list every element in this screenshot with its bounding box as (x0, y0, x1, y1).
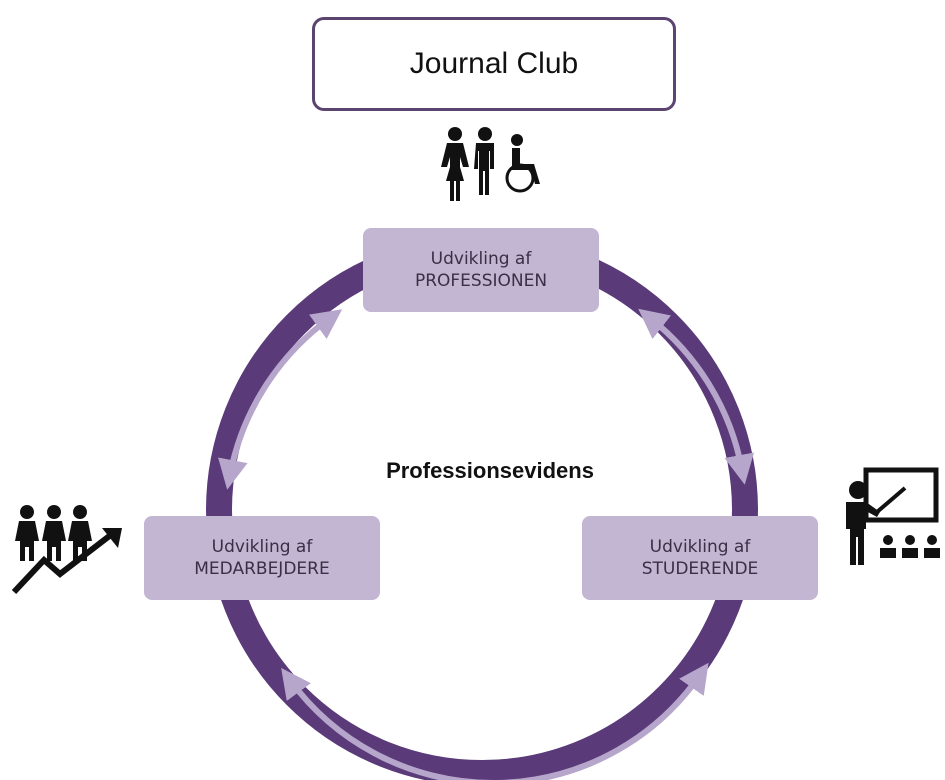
node-students: Udvikling af STUDERENDE (582, 516, 818, 600)
node-staff-line1: Udvikling af (211, 537, 313, 557)
center-label: Professionsevidens (386, 458, 594, 483)
arrow-top-left (218, 309, 343, 490)
node-staff-line2: MEDARBEJDERE (194, 559, 330, 579)
node-staff: Udvikling af MEDARBEJDERE (144, 516, 380, 600)
teacher-with-students-icon (846, 467, 940, 565)
arrow-bottom (281, 662, 709, 780)
patients-and-wheelchair-user-icon (441, 127, 540, 201)
staff-growth-icon (11, 505, 122, 595)
node-profession: Udvikling af PROFESSIONEN (363, 228, 599, 312)
node-students-line1: Udvikling af (649, 537, 751, 557)
node-students-line2: STUDERENDE (641, 559, 759, 579)
node-profession-line1: Udvikling af (430, 249, 532, 269)
arrow-top-right (638, 308, 754, 485)
node-profession-line2: PROFESSIONEN (414, 271, 548, 291)
journal-club-title: Journal Club (312, 17, 676, 111)
